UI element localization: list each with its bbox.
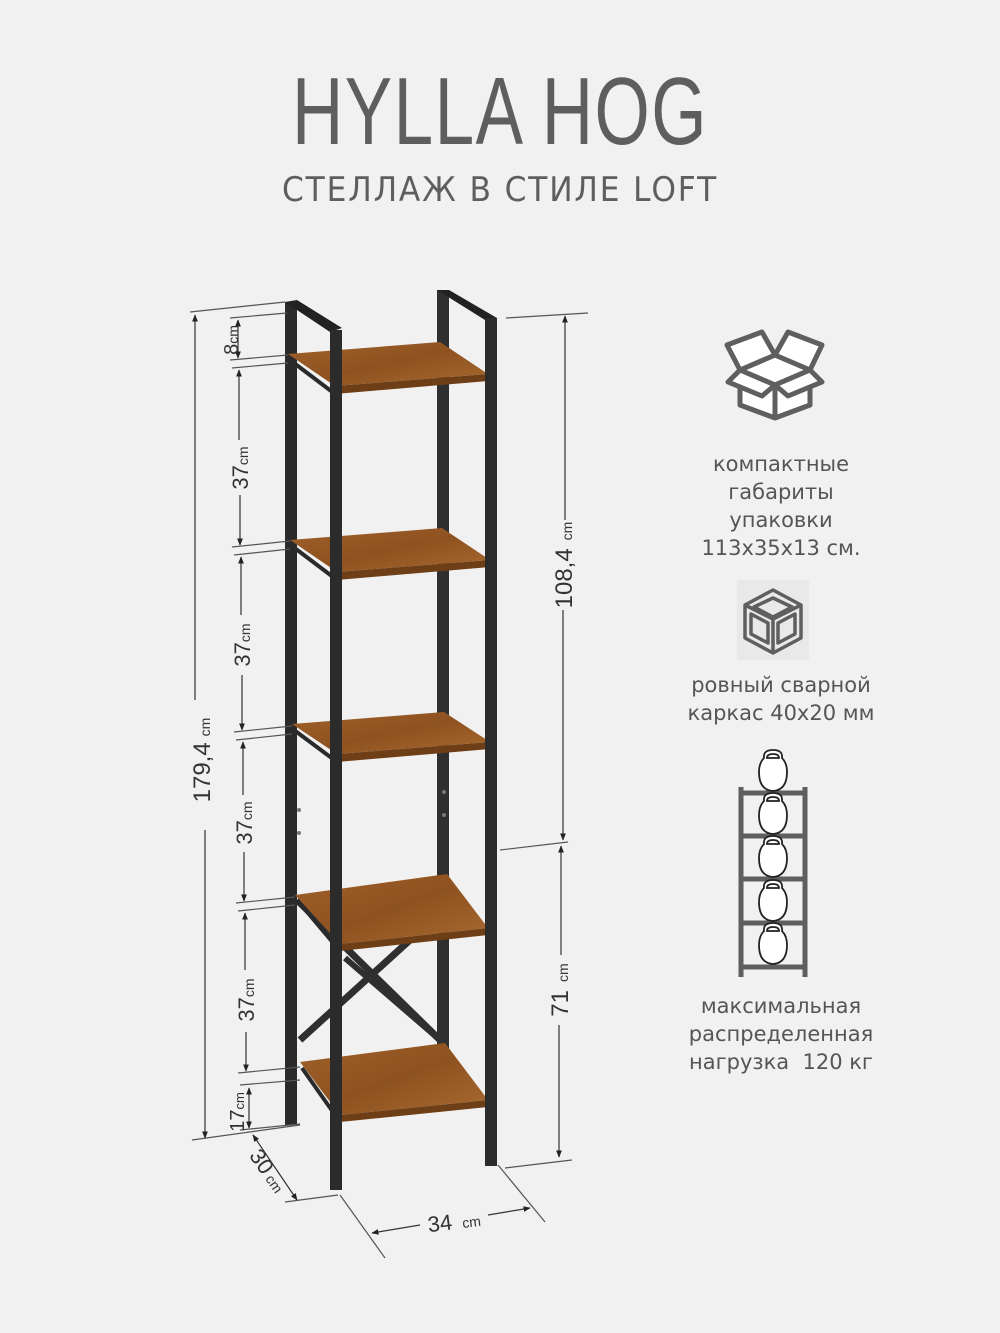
feature-load: максимальная распределенная нагрузка 120… [651, 992, 911, 1076]
feature-frame-line: каркас 40х20 мм [687, 701, 875, 725]
kettlebell-shelf-icon [738, 749, 808, 977]
shelf-gap-4-label: 37cm [234, 978, 259, 1021]
shelf-5 [300, 1043, 488, 1124]
depth-label: 30cm [244, 1144, 292, 1197]
upper-right-height-label: 108,4cm [551, 522, 578, 609]
feature-packaging-line: компактные [712, 452, 850, 476]
top-gap-label: 8cm [221, 325, 243, 355]
shelf-frame [285, 290, 497, 1190]
dimension-lines [189, 301, 589, 1259]
feature-packaging: компактные габариты упаковки 113х35х13 с… [651, 450, 911, 562]
shelf-1 [288, 342, 488, 396]
feature-load-line: распределенная [688, 1022, 874, 1046]
feature-load-line: максимальная [700, 994, 862, 1018]
welded-frame-cube-icon [737, 580, 809, 660]
lower-right-height-label: 71cm [547, 963, 574, 1016]
open-box-icon [724, 329, 825, 421]
feature-packaging-line: упаковки [729, 508, 833, 532]
shelf-gap-2-label: 37cm [230, 623, 255, 666]
dimension-arrows [192, 314, 568, 1235]
shelf-gap-1-label: 37cm [228, 446, 253, 489]
feature-packaging-line: габариты [728, 480, 834, 504]
bottom-gap-label: 17cm [227, 1092, 249, 1132]
shelf-3 [292, 712, 490, 764]
feature-packaging-line: 113х35х13 см. [701, 536, 861, 560]
shelf-gap-3-label: 37cm [232, 801, 257, 844]
shelf-2 [290, 528, 490, 582]
total-height-label: 179,4cm [189, 718, 216, 803]
product-title: HYLLA HOG [291, 58, 709, 165]
shelf-4 [295, 874, 488, 953]
feature-frame-line: ровный сварной [691, 673, 871, 697]
feature-frame: ровный сварной каркас 40х20 мм [651, 671, 911, 727]
product-subtitle: СТЕЛЛАЖ В СТИЛЕ LOFT [281, 170, 719, 210]
feature-load-line: нагрузка 120 кг [689, 1050, 873, 1074]
